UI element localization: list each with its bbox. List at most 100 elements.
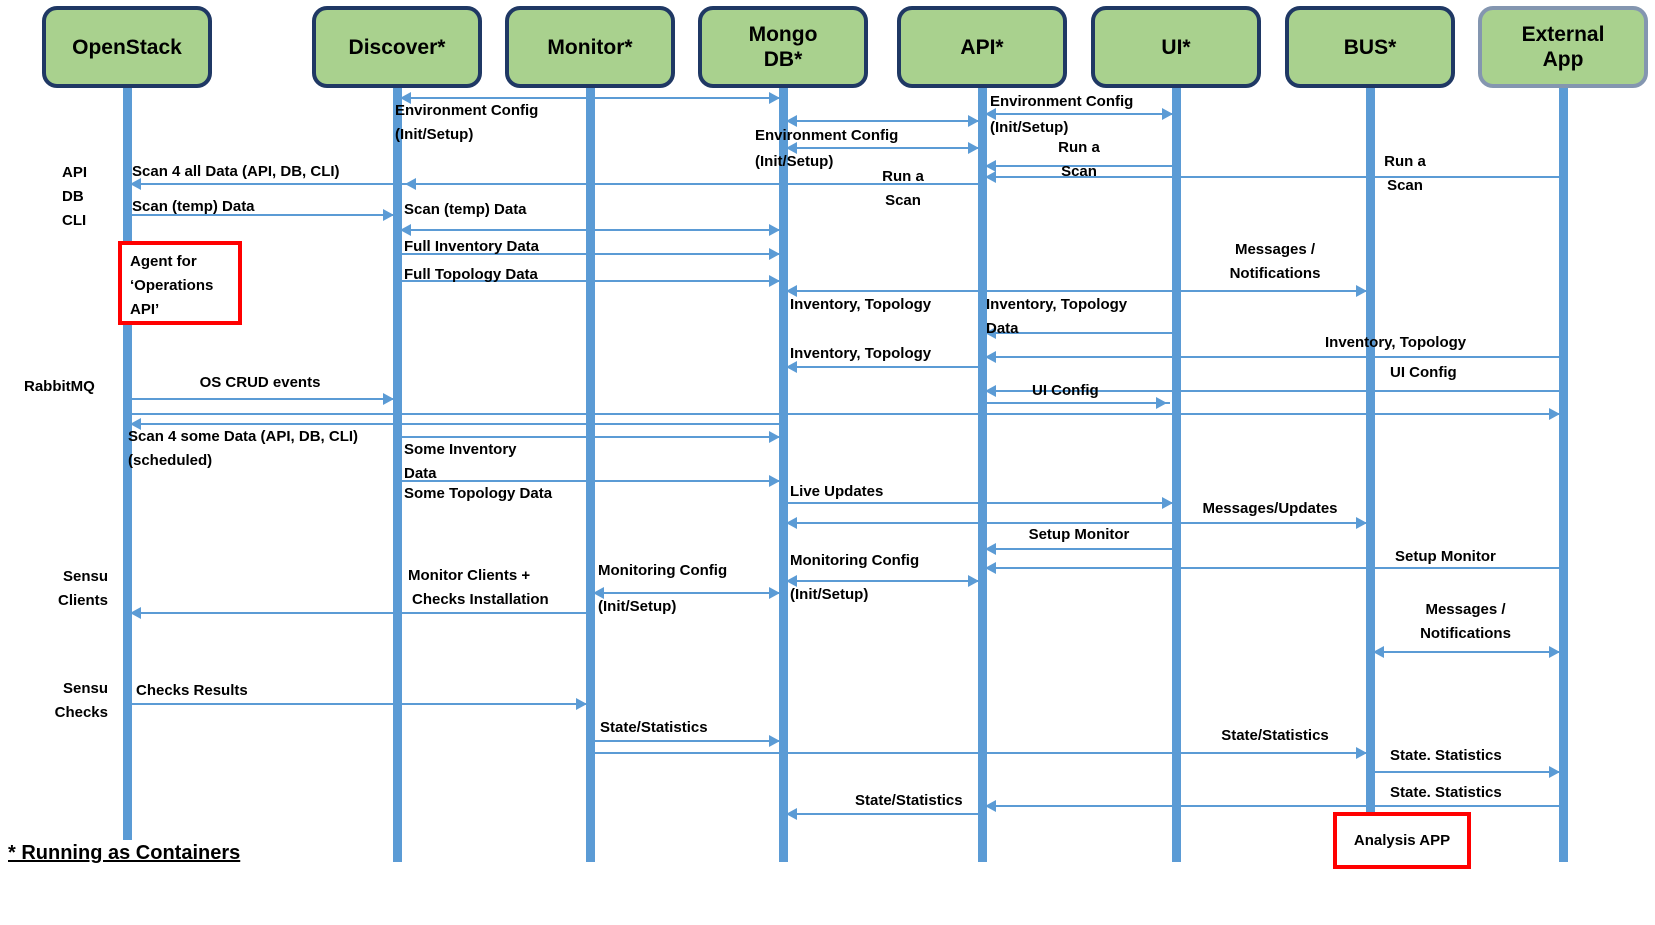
messages-notifications-bus-ext-label-2: Notifications xyxy=(1420,625,1511,642)
arrow-some-topology-data-discover-mongodb xyxy=(397,475,783,487)
arrowhead-right-scan-temp-data-discover-mongodb xyxy=(769,224,780,236)
arrowhead-right-os-crud-events-openstack-discover xyxy=(383,393,394,405)
actor-label-openstack: OpenStack xyxy=(72,35,182,59)
arrow-live-updates-mongodb-ui xyxy=(783,497,1176,509)
arrow-state-statistics-external-api xyxy=(982,800,1563,812)
env-config-api-ui-label-2: (Init/Setup) xyxy=(990,119,1069,136)
arrowhead-left-inventory-topology-data-ui-api xyxy=(985,327,996,339)
actor-box-ui: UI* xyxy=(1091,6,1261,88)
arrowhead-left-run-a-scan-api-discover xyxy=(405,178,416,190)
messages-notifications-ui-bus-label-1: Messages / xyxy=(1234,241,1316,258)
arrow-messages-updates-mongodb-bus xyxy=(783,517,1370,529)
arrowhead-right-some-inventory-data-discover-mongodb xyxy=(769,431,780,443)
annotation-analysis-app: Analysis APP xyxy=(1333,812,1471,869)
arrow-inventory-topology-api-mongodb xyxy=(783,361,982,373)
lifeline-openstack xyxy=(123,88,132,840)
state-statistics-monitor-mongodb-label: State/Statistics xyxy=(600,719,708,736)
lifeline-ui xyxy=(1172,88,1181,862)
arrowhead-right-full-inventory-data-discover-mongodb xyxy=(769,248,780,260)
inventory-topology-api-mongodb-label: Inventory, Topology xyxy=(790,345,932,362)
arrowhead-left-scan-temp-data-discover-mongodb xyxy=(400,224,411,236)
arrowhead-right-state-statistics-monitor-mongodb xyxy=(769,735,780,747)
arrow-monitoring-config-monitor-mongodb xyxy=(590,587,783,599)
arrow-state-statistics-monitor-bus xyxy=(590,747,1370,759)
annotation-agent-operations-api-label: Agent for xyxy=(130,253,197,270)
scan-temp-data-label-1: Scan (temp) Data xyxy=(132,198,255,215)
arrow-env-config-mongodb-api-1 xyxy=(783,115,982,127)
arrowhead-left-scan-4-some-data-mongodb-openstack xyxy=(130,418,141,430)
arrowhead-left-env-config-mongodb-api-1 xyxy=(786,115,797,127)
actor-label-ui: UI* xyxy=(1161,35,1191,59)
arrowhead-right-events-openstack-external xyxy=(1549,408,1560,420)
monitor-clients-label-2: Checks Installation xyxy=(412,591,549,608)
side-label-cli: CLI xyxy=(62,212,87,229)
arrowhead-right-scan-temp-data-openstack-discover xyxy=(383,209,394,221)
inventory-topology-data-label-1: Inventory, Topology xyxy=(986,296,1128,313)
actor-label-mongodb: Mongo xyxy=(748,23,818,46)
arrowhead-left-monitor-clients-monitor-openstack xyxy=(130,607,141,619)
monitoring-config-mongodb-api-label-2: (Init/Setup) xyxy=(790,586,869,603)
arrow-scan-4-all-data-discover-openstack xyxy=(127,178,397,190)
arrowhead-right-env-config-mongodb-api-1 xyxy=(968,115,979,127)
annotation-agent-operations-api-label: ‘Operations xyxy=(130,277,214,294)
arrow-scan-temp-data-openstack-discover xyxy=(127,209,397,221)
state-statistics-bus-ext-label-2: State. Statistics xyxy=(1390,784,1502,801)
arrowhead-right-state-statistics-bus-external xyxy=(1549,766,1560,778)
lifeline-external-app xyxy=(1559,88,1568,862)
some-inventory-data-label-1: Some Inventory xyxy=(404,441,517,458)
run-a-scan-ui-api-label-2: Scan xyxy=(1061,163,1097,180)
arrowhead-left-inventory-topology-mongodb-bus xyxy=(786,285,797,297)
arrowhead-right-monitoring-config-monitor-mongodb xyxy=(769,587,780,599)
scan-temp-data-label-2: Scan (temp) Data xyxy=(404,201,527,218)
arrowhead-left-scan-4-all-data-discover-openstack xyxy=(130,178,141,190)
monitoring-config-monitor-label-1: Monitoring Config xyxy=(598,562,728,579)
arrowhead-left-state-statistics-external-api xyxy=(985,800,996,812)
arrow-monitor-clients-monitor-openstack xyxy=(127,607,590,619)
arrow-inventory-topology-external-api xyxy=(982,351,1563,363)
arrow-env-config-mongodb-api-2 xyxy=(783,142,982,154)
arrow-run-a-scan-ui-api xyxy=(982,160,1176,172)
actor-label-bus: BUS* xyxy=(1343,35,1397,59)
state-statistics-bus-ext-label-1: State. Statistics xyxy=(1390,747,1502,764)
arrowhead-left-setup-monitor-external-api xyxy=(985,562,996,574)
arrowhead-left-messages-notifications-bus-external xyxy=(1373,646,1384,658)
scan-4-some-data-label-2: (scheduled) xyxy=(128,452,213,469)
scan-4-some-data-label-1: Scan 4 some Data (API, DB, CLI) xyxy=(128,428,359,445)
side-label-db: DB xyxy=(62,188,84,205)
inventory-topology-external-label: Inventory, Topology xyxy=(1325,334,1467,351)
side-label-rabbitmq: RabbitMQ xyxy=(24,378,95,395)
arrow-scan-temp-data-discover-mongodb xyxy=(397,224,783,236)
inventory-topology-mongodb-api-label: Inventory, Topology xyxy=(790,296,932,313)
actor-box-bus: BUS* xyxy=(1285,6,1455,88)
env-config-discover-mongodb-label-1: Environment Config xyxy=(395,102,539,119)
arrow-inventory-topology-mongodb-bus xyxy=(783,285,1370,297)
arrowhead-right-ui-config-api-ui xyxy=(1156,397,1167,409)
arrow-env-config-api-ui xyxy=(982,108,1176,120)
arrow-state-statistics-api-mongodb xyxy=(783,808,982,820)
arrow-setup-monitor-external-api xyxy=(982,562,1563,574)
env-config-discover-mongodb-label-2: (Init/Setup) xyxy=(395,126,474,143)
arrowhead-left-inventory-topology-external-api xyxy=(985,351,996,363)
lifeline-monitor xyxy=(586,88,595,862)
arrowhead-left-env-config-mongodb-api-2 xyxy=(786,142,797,154)
actor-label-api: API* xyxy=(960,35,1004,59)
actor-box-api: API* xyxy=(897,6,1067,88)
side-label-sensu-1: Sensu xyxy=(62,568,108,585)
scan-4-all-data-label: Scan 4 all Data (API, DB, CLI) xyxy=(132,163,340,180)
arrow-run-a-scan-api-discover xyxy=(402,178,982,190)
arrowhead-left-run-a-scan-ui-api xyxy=(985,160,996,172)
full-topology-data-label: Full Topology Data xyxy=(404,266,538,283)
some-inventory-data-label-2: Data xyxy=(404,465,437,482)
arrow-run-a-scan-external-api xyxy=(982,171,1563,183)
env-config-api-ui-label-1: Environment Config xyxy=(990,93,1134,110)
arrow-scan-4-some-data-mongodb-openstack xyxy=(127,418,783,430)
arrow-os-crud-events-openstack-discover xyxy=(127,393,397,405)
ui-config-api-ui-label: UI Config xyxy=(1032,382,1099,399)
arrowhead-left-monitoring-config-monitor-mongodb xyxy=(593,587,604,599)
actor-box-discover: Discover* xyxy=(312,6,482,88)
arrowhead-left-run-a-scan-external-api xyxy=(985,171,996,183)
env-config-mongodb-api-label-1: Environment Config xyxy=(755,127,899,144)
os-crud-events-label: OS CRUD events xyxy=(199,374,321,391)
run-a-scan-api-discover-label-2: Scan xyxy=(885,192,921,209)
